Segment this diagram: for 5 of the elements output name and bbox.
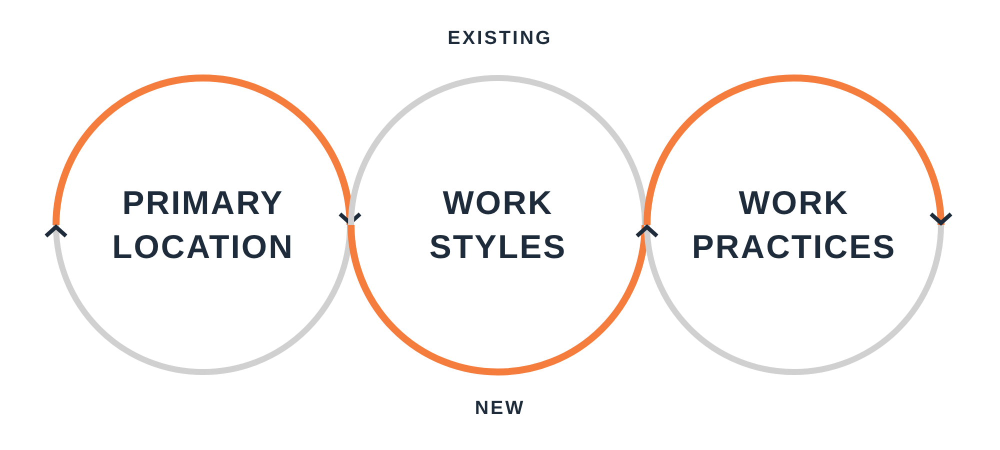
text-label: NEW (474, 398, 526, 420)
node-label: WORK STYLES (428, 183, 568, 267)
node-label: PRIMARY LOCATION (111, 183, 295, 267)
text-label: EXISTING (448, 28, 552, 50)
node-label: WORK PRACTICES (690, 183, 898, 267)
